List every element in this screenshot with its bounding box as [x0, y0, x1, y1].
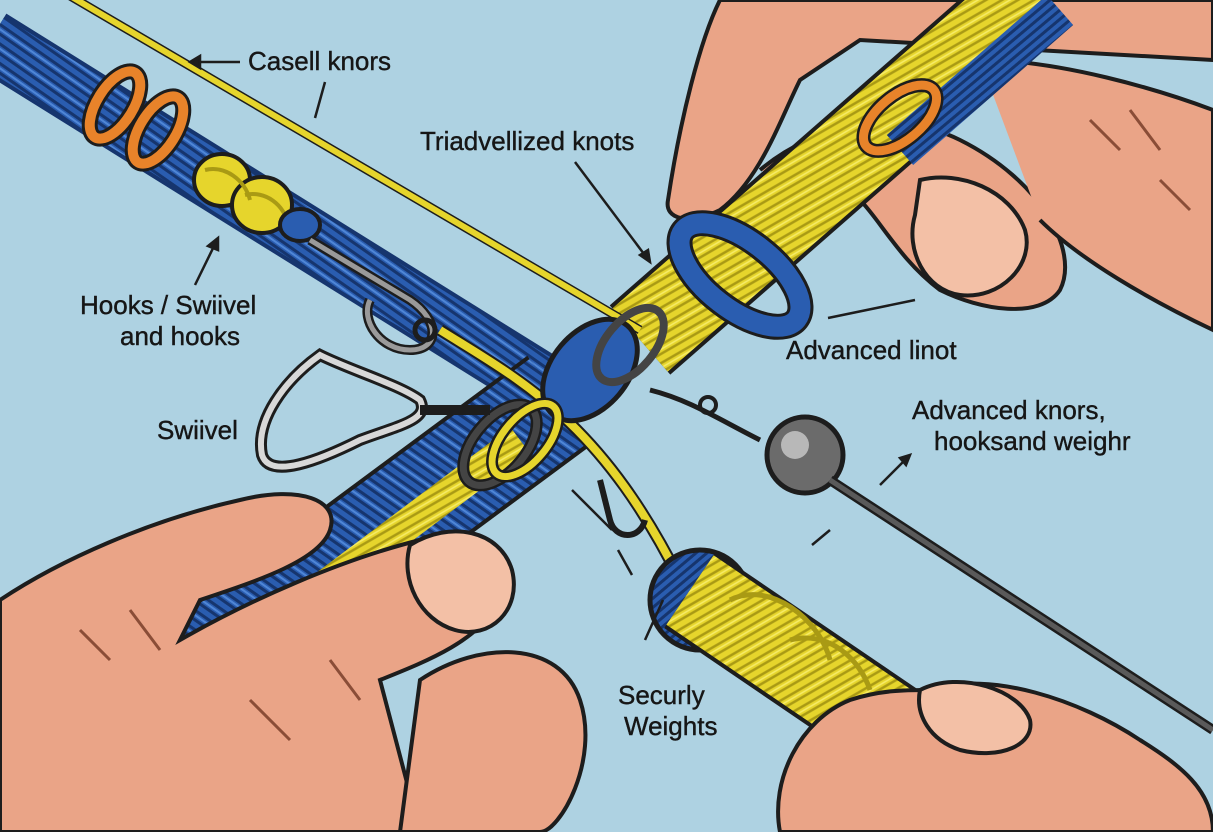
hook-center: [597, 479, 648, 538]
swivel: [255, 348, 490, 473]
label-hooks-swiivel: Hooks / Swiivel and hooks: [80, 290, 257, 352]
label-casell-knors: Casell knors: [248, 46, 392, 76]
label-securly-weights-line2: Weights: [624, 711, 718, 741]
hand-bottom-right: [776, 680, 1213, 832]
hand-bottom-left: [0, 492, 588, 832]
label-securly-weights-line1: Securly: [618, 680, 705, 710]
label-triadvellized-knots: Triadvellized knots: [420, 126, 635, 156]
label-hooks-swiivel-line2: and hooks: [120, 321, 240, 351]
hand-top-right: [665, 0, 1213, 333]
hook-upper: [307, 235, 438, 356]
annotation-arrows: [187, 53, 916, 641]
blue-coil-upper: [666, 210, 814, 340]
label-advanced-knors-line2: hooksand weighr: [934, 426, 1131, 456]
label-advanced-linot: Advanced linot: [786, 335, 957, 365]
label-advanced-knors-line1: Advanced knors,: [912, 395, 1106, 425]
label-swiivel: Swiivel: [157, 415, 238, 445]
yellow-knot-top: [192, 152, 322, 243]
label-advanced-knors: Advanced knors, hooksand weighr: [912, 395, 1131, 457]
orange-wraps: [81, 63, 944, 172]
center-wrap: [457, 303, 668, 492]
label-hooks-swiivel-line1: Hooks / Swiivel: [80, 290, 257, 320]
label-securly-weights: Securly Weights: [618, 680, 718, 742]
sinker-weight: [649, 387, 1213, 735]
